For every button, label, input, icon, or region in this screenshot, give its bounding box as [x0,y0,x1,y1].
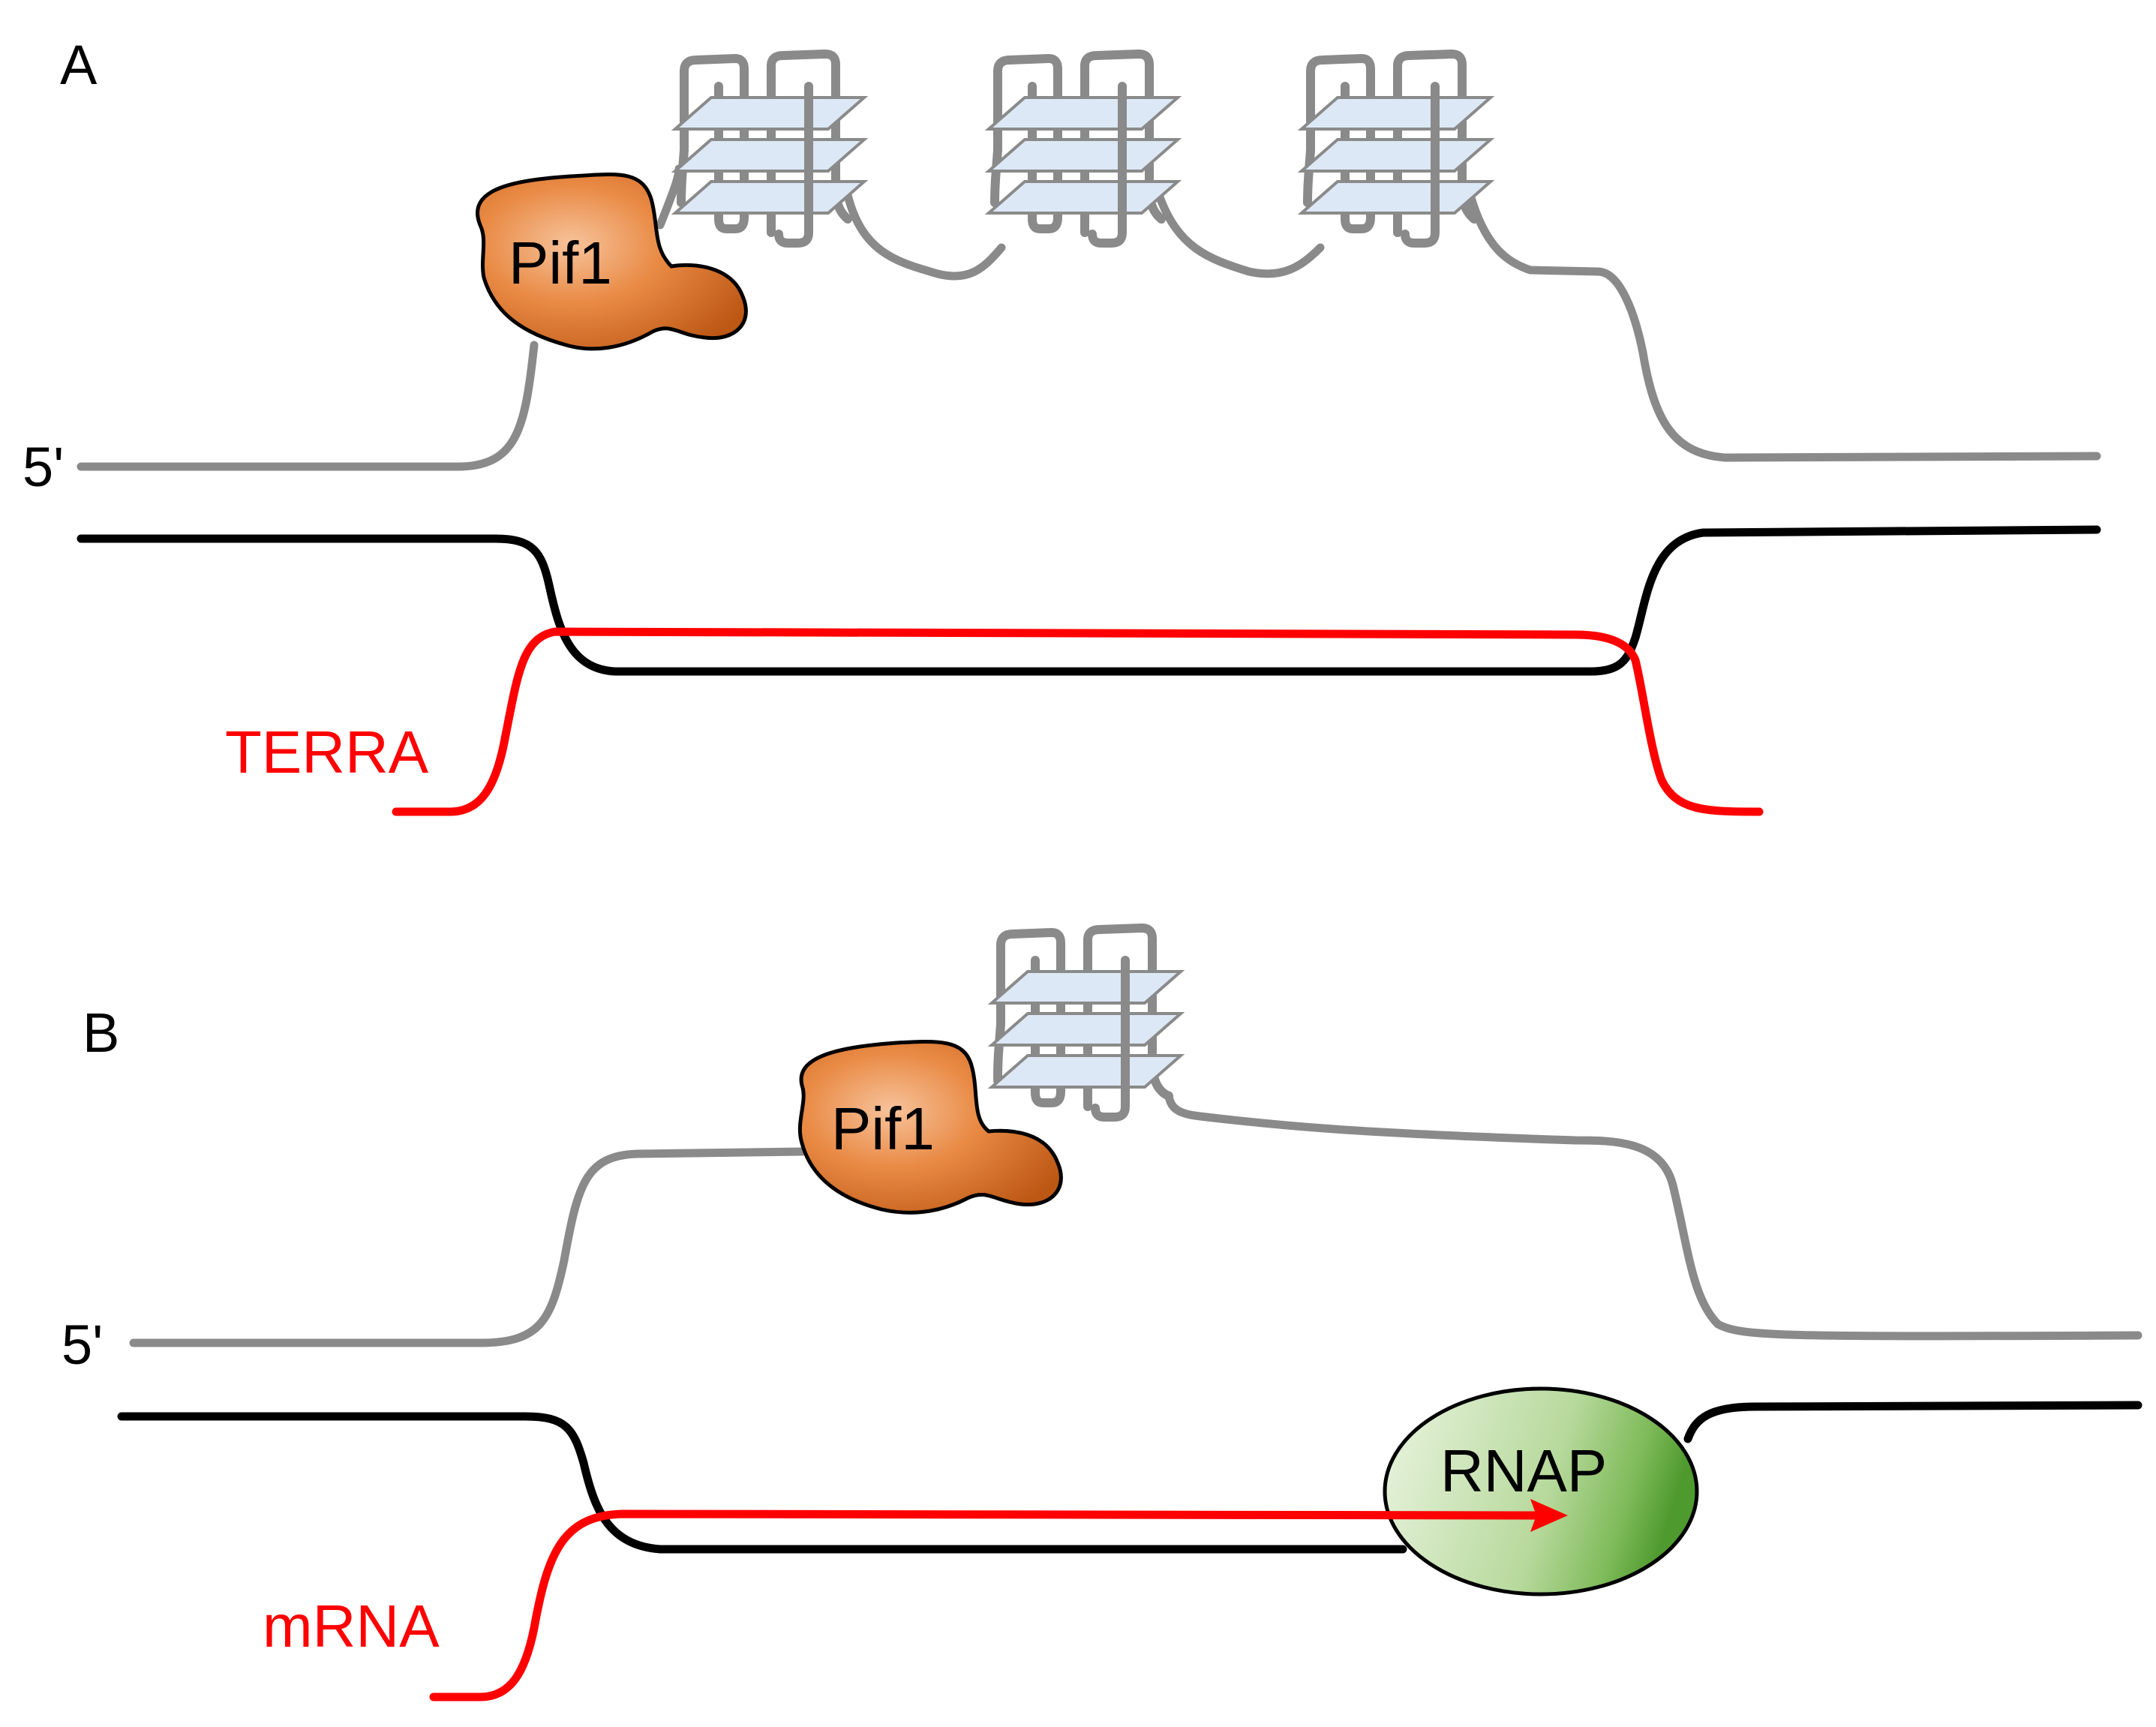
panel-a-template-strand [77,525,2101,676]
panel-b-g-quadruplex [987,924,1185,1122]
panel-a-terra-rna [392,627,1764,816]
panel-a-g-quadruplex-3 [1297,50,1495,248]
panel-b-label: B [83,1002,119,1064]
panel-a-g-quadruplex-2 [984,50,1182,248]
panel-a-pif1-label: Pif1 [509,230,612,296]
panel-a-terra-label: TERRA [225,719,429,785]
panel-b-rnap-enzyme [1383,1386,1699,1596]
panel-a-pif1-protein [476,173,748,351]
panel-b-rnap-label: RNAP [1440,1437,1607,1504]
panel-a-label: A [60,34,98,96]
panel-b-mrna [429,1509,1546,1701]
panel-b-displaced-strand [129,1091,2142,1347]
panel-b: B 5' Pif1 RNAP mRNA [62,924,2142,1701]
panel-b-pif1-label: Pif1 [831,1095,935,1162]
panel-b-pif1-protein [797,1040,1063,1215]
panel-b-transcription-arrowhead [1530,1499,1568,1532]
panel-a-displaced-strand [77,164,2101,471]
panel-a-five-prime-label: 5' [23,436,64,498]
panel-b-five-prime-label: 5' [62,1314,103,1376]
panel-b-template-strand [117,1401,2142,1554]
panel-a: A 5' Pif [23,34,2101,816]
panel-b-mrna-label: mRNA [263,1593,440,1659]
panel-a-g-quadruplex-1 [671,50,869,248]
